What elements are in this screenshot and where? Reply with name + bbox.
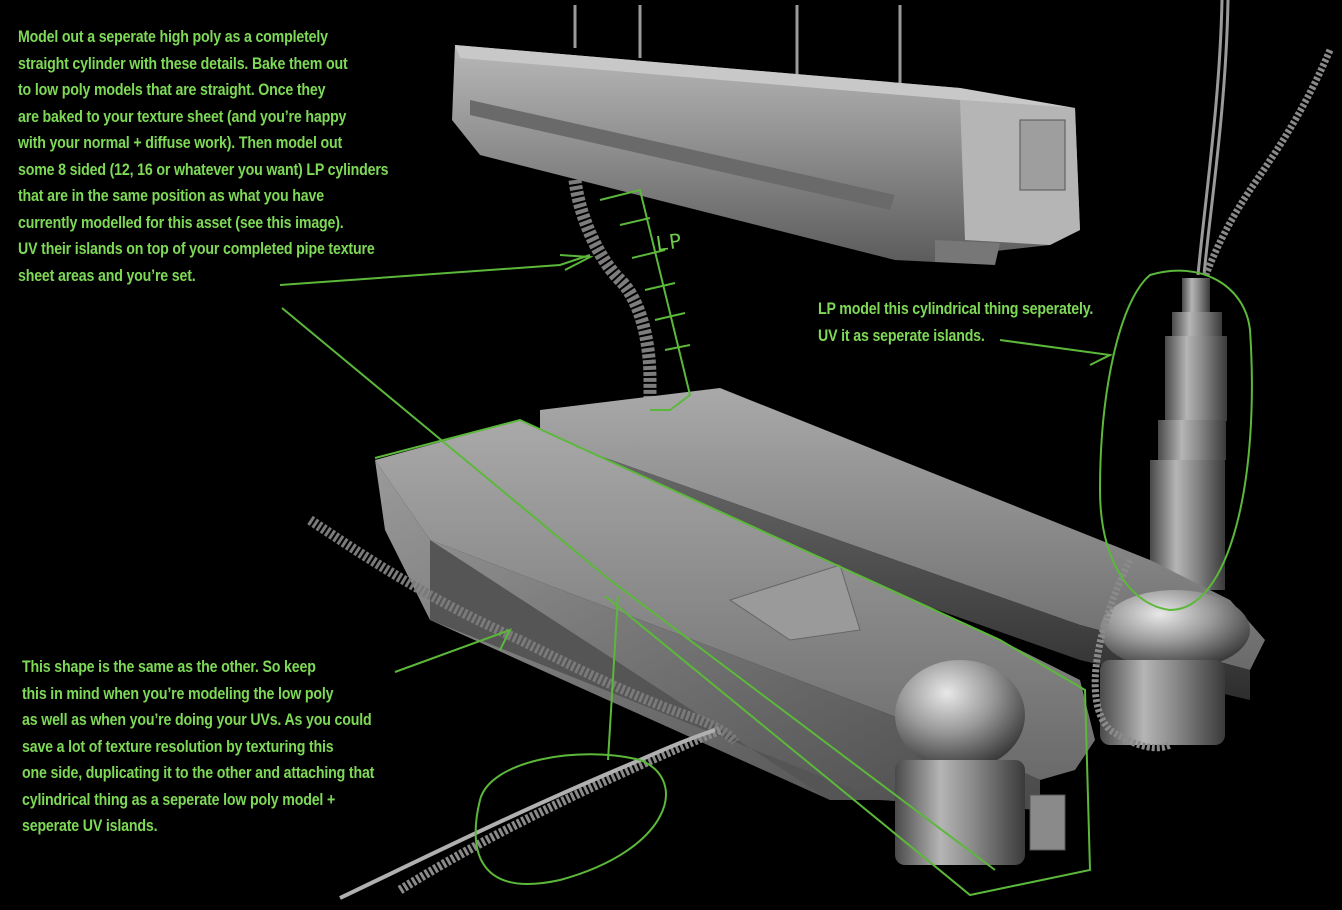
right-flex-cable xyxy=(1202,48,1334,277)
hanging-wires xyxy=(573,0,1230,276)
annotation-strokes xyxy=(279,188,1253,897)
back-base xyxy=(540,388,1265,745)
annotation-note-top: Model out a seperate high poly as a comp… xyxy=(18,28,389,285)
center-conduit xyxy=(568,179,657,415)
bottom-cables xyxy=(307,515,1172,900)
annotation-note-bottom: This shape is the same as the other. So … xyxy=(22,658,375,835)
front-base xyxy=(375,420,1095,865)
lamp-housing xyxy=(452,45,1080,265)
lp-label: LP xyxy=(654,228,685,256)
annotation-note-right: LP model this cylindrical thing seperate… xyxy=(818,300,1094,345)
right-cylinder xyxy=(1150,278,1227,590)
